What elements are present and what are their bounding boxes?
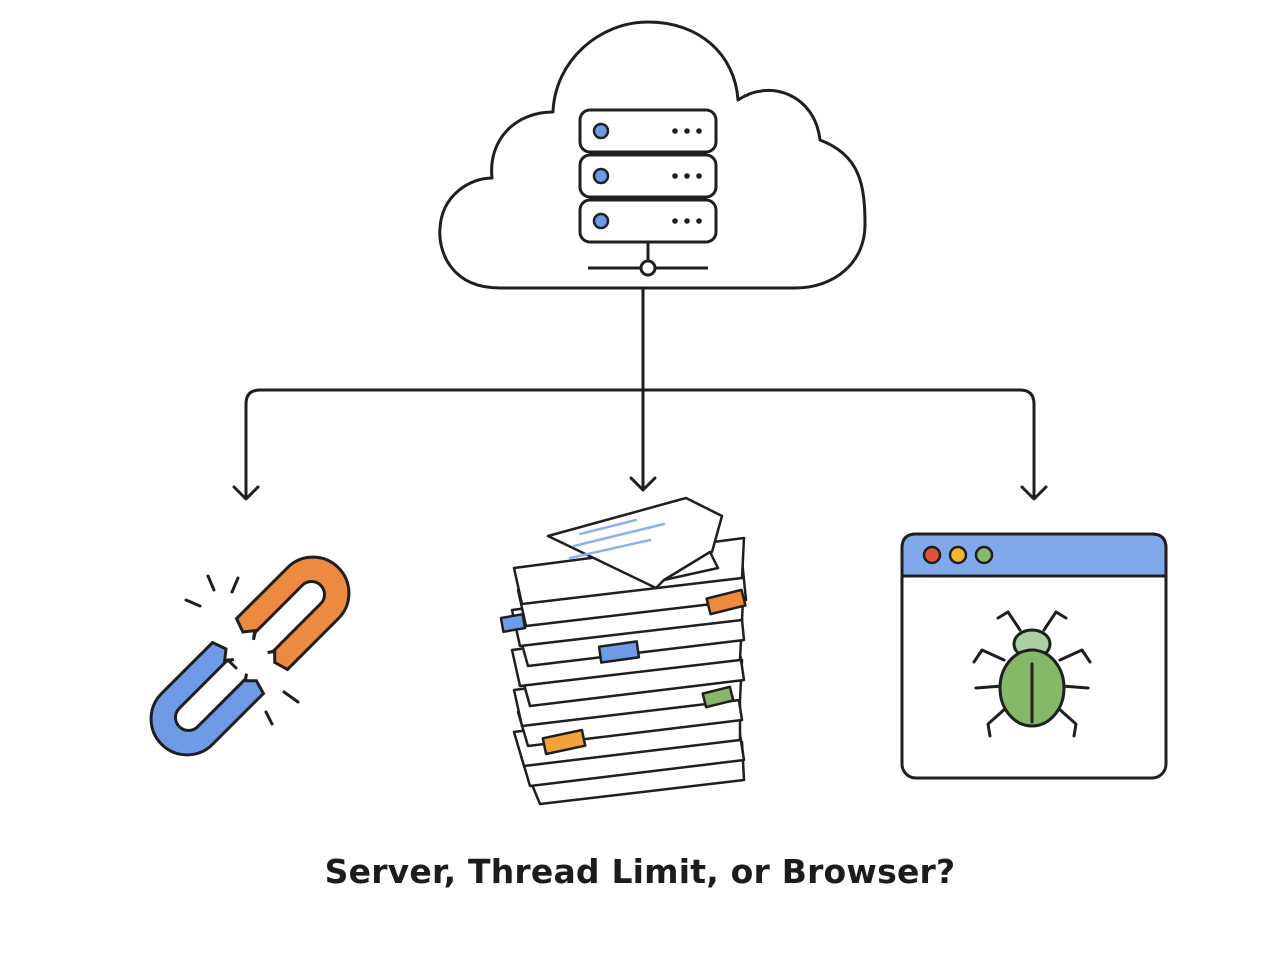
tab-orange-bottom (541, 728, 587, 756)
arrowhead-right (1020, 485, 1048, 501)
server-led-3 (592, 212, 610, 230)
tab-blue-left (499, 612, 527, 634)
break-sparks (184, 574, 300, 726)
branch-line (244, 388, 1036, 500)
network-node (588, 242, 708, 277)
server-led-1 (592, 122, 610, 140)
broken-link-icon (149, 555, 351, 757)
document-stack-icon (499, 496, 748, 806)
tab-blue-middle (597, 640, 641, 664)
tab-orange-top (705, 588, 747, 616)
server-unit-1 (578, 108, 718, 154)
bug-icon (972, 610, 1092, 738)
arrowhead-left (232, 485, 260, 501)
browser-bug-icon (900, 532, 1168, 780)
document-text-lines (568, 518, 666, 560)
top-document-fold (662, 550, 720, 582)
chain-link-orange (234, 555, 351, 672)
window-maximize-dot[interactable] (974, 545, 994, 565)
window-close-dot[interactable] (922, 545, 942, 565)
connector-arrows (232, 286, 1048, 501)
bug-antennae (996, 610, 1068, 632)
arrowhead-middle (629, 476, 657, 492)
server-unit-2 (578, 153, 718, 199)
diagram-caption: Server, Thread Limit, or Browser? (324, 852, 956, 891)
bug-legs (972, 648, 1092, 738)
browser-titlebar (900, 532, 1168, 578)
tab-green (701, 685, 735, 709)
server-led-2 (592, 167, 610, 185)
window-minimize-dot[interactable] (948, 545, 968, 565)
chain-link-blue (149, 640, 266, 757)
server-dots (672, 128, 702, 224)
server-rack (578, 108, 718, 244)
server-leds (592, 122, 610, 230)
cloud-server-icon (438, 20, 867, 290)
